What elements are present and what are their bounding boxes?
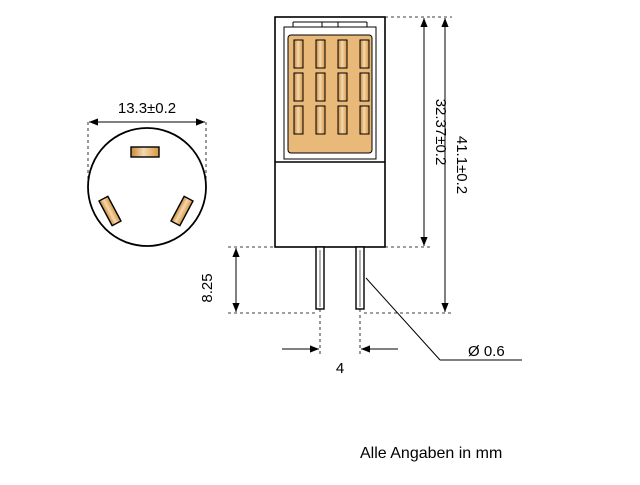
side-led-chip <box>315 39 326 69</box>
clear-cover <box>283 26 377 160</box>
pin-diameter-label: Ø 0.6 <box>468 343 505 360</box>
base-outline-circle <box>87 127 207 247</box>
units-caption: Alle Angaben in mm <box>360 445 502 462</box>
led-board <box>287 34 373 154</box>
side-led-chip <box>293 105 304 135</box>
right-led-chip <box>170 195 194 227</box>
left-led-chip <box>98 195 122 227</box>
side-led-chip <box>337 105 348 135</box>
pin-spacing-label: 4 <box>336 360 344 377</box>
side-led-chip <box>337 72 348 102</box>
side-led-chip <box>359 72 370 102</box>
side-led-chip <box>315 72 326 102</box>
side-led-chip <box>359 39 370 69</box>
width-label: 13.3±0.2 <box>118 100 176 117</box>
total-height-label: 41.1±0.2 <box>453 136 470 194</box>
side-led-chip <box>293 39 304 69</box>
pin-diameter-leader <box>365 277 441 361</box>
top-view: 13.3±0.2 <box>87 100 207 247</box>
pin-length-label: 8.25 <box>199 273 216 302</box>
side-led-chip <box>293 72 304 102</box>
top-led-chip <box>130 146 160 158</box>
side-view: 32.37±0.2 41.1±0.2 8.25 4 Ø 0.6 <box>199 16 522 377</box>
led-chip-grid <box>293 39 370 135</box>
side-led-chip <box>359 105 370 135</box>
side-led-chip <box>315 105 326 135</box>
side-led-chip <box>337 39 348 69</box>
body-height-label: 32.37±0.2 <box>432 99 449 166</box>
